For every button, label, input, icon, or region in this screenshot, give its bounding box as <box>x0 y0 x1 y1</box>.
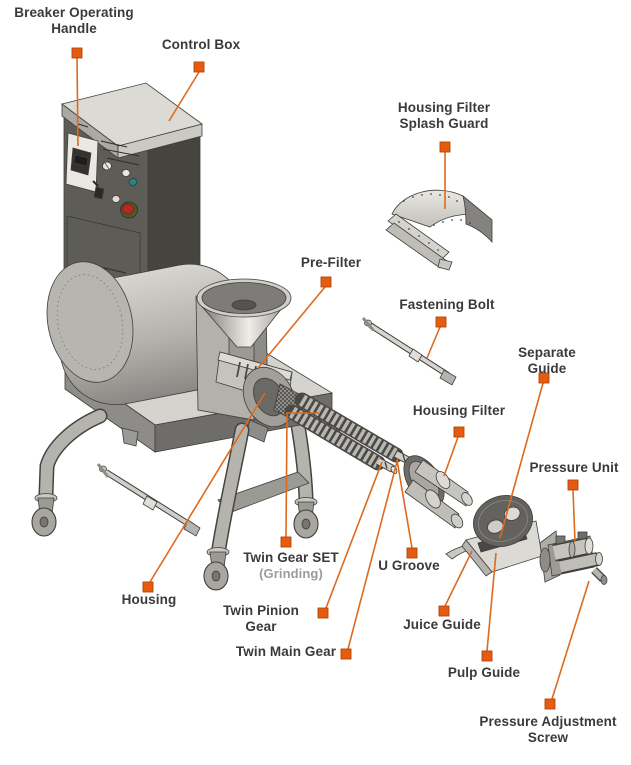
separate-guide-part <box>473 495 533 553</box>
leader-pressure-unit <box>572 489 576 543</box>
marker-housing-filter <box>453 426 465 438</box>
label-housing-filter-splash-guard: Housing Filter Splash Guard <box>397 100 491 131</box>
leader-twin-pinion-gear <box>325 461 383 609</box>
label-control-box: Control Box <box>161 37 241 52</box>
marker-control-box <box>193 61 205 73</box>
marker-housing <box>142 581 154 593</box>
marker-pulp-guide <box>481 650 493 662</box>
marker-breaker-operating-handle <box>71 47 83 59</box>
label-twin-gear-set: Twin Gear SET(Grinding) <box>242 550 340 581</box>
leader-fastening-bolt <box>426 326 441 359</box>
leader-housing-filter <box>443 436 459 477</box>
machine-leg-front-center <box>203 422 250 591</box>
label-separate-guide: Separate Guide <box>518 345 576 376</box>
marker-splash-guard <box>439 141 451 153</box>
leader-twin-gear-set <box>285 412 320 538</box>
label-housing: Housing <box>121 592 177 607</box>
label-twin-gear-set-main: Twin Gear SET <box>243 550 339 565</box>
leader-pressure-adjustment-screw <box>551 580 590 700</box>
leader-control-box <box>168 71 200 122</box>
label-pressure-adjustment-screw: Pressure Adjustment Screw <box>479 714 617 745</box>
marker-pre-filter <box>320 276 332 288</box>
label-breaker-operating-handle: Breaker Operating Handle <box>14 5 134 36</box>
label-pre-filter: Pre-Filter <box>300 255 362 270</box>
label-pulp-guide: Pulp Guide <box>447 665 521 680</box>
marker-fastening-bolt <box>435 316 447 328</box>
label-fastening-bolt: Fastening Bolt <box>399 297 495 312</box>
hopper-funnel <box>196 278 292 371</box>
fastening-bolt-installed <box>96 463 201 537</box>
pressure-unit-part <box>539 530 608 585</box>
marker-juice-guide <box>438 605 450 617</box>
leader-pre-filter <box>257 286 326 369</box>
label-twin-pinion-gear: Twin Pinion Gear <box>223 603 299 634</box>
fastening-bolt-part <box>361 317 457 386</box>
label-juice-guide: Juice Guide <box>403 617 481 632</box>
leader-lines <box>76 57 590 700</box>
label-twin-gear-set-sub: (Grinding) <box>259 565 323 581</box>
marker-separate-guide <box>538 372 550 384</box>
leader-pulp-guide <box>486 552 497 652</box>
marker-twin-main-gear <box>340 648 352 660</box>
marker-twin-gear-set <box>280 536 292 548</box>
marker-u-groove <box>406 547 418 559</box>
housing-filter-part <box>403 455 473 529</box>
label-pressure-unit: Pressure Unit <box>529 460 619 475</box>
marker-pressure-unit <box>567 479 579 491</box>
leader-separate-guide <box>499 382 544 539</box>
splash-guard-part <box>385 189 493 271</box>
leader-housing <box>149 392 266 583</box>
marker-twin-pinion-gear <box>317 607 329 619</box>
marker-pressure-adjustment-screw <box>544 698 556 710</box>
label-housing-filter: Housing Filter <box>412 403 506 418</box>
leader-juice-guide <box>444 550 473 607</box>
leader-markers <box>71 47 579 710</box>
leader-breaker-operating-handle <box>76 57 79 147</box>
leader-u-groove <box>396 459 413 549</box>
label-u-groove: U Groove <box>378 558 440 573</box>
machine-leg-front-left <box>31 408 108 537</box>
label-twin-main-gear: Twin Main Gear <box>235 644 337 659</box>
leader-twin-main-gear <box>347 457 399 650</box>
